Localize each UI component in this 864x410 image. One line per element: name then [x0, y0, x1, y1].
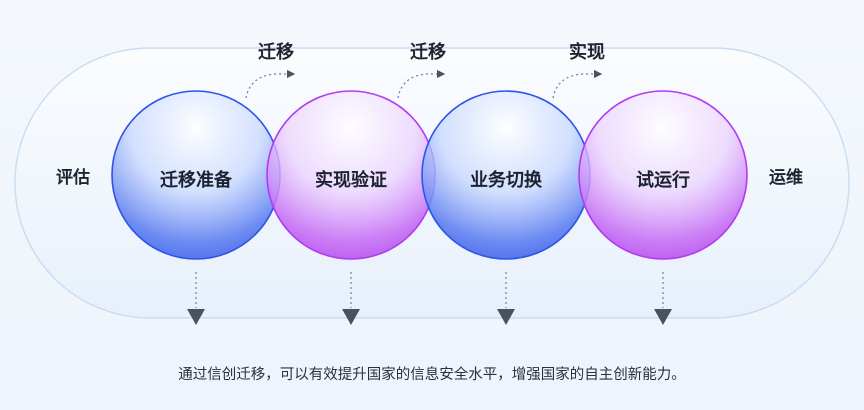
transition-arc-1: [245, 69, 296, 99]
stage-label-1: 迁移准备: [160, 170, 232, 191]
stage-label-4: 试运行: [636, 170, 690, 191]
down-arrow-head-1: [187, 309, 205, 325]
down-arrow-head-4: [654, 309, 672, 325]
transition-label-1: 迁移: [258, 42, 294, 63]
stage-label-3: 业务切换: [470, 170, 542, 191]
stage-label-2: 实现验证: [315, 170, 387, 191]
transition-arcs: [245, 69, 603, 99]
side-label-left: 评估: [56, 168, 90, 188]
transition-arc-3: [552, 69, 603, 99]
down-arrow-head-3: [497, 309, 515, 325]
stage-circles: [111, 90, 748, 260]
down-arrow-head-2: [342, 309, 360, 325]
transition-label-2: 迁移: [410, 42, 446, 63]
down-arrows: [187, 272, 672, 325]
transition-arc-2: [397, 69, 446, 99]
stage-circle-4: [578, 90, 748, 260]
caption-text: 通过信创迁移，可以有效提升国家的信息安全水平，增强国家的自主创新能力。: [178, 367, 686, 383]
transition-label-3: 实现: [569, 42, 605, 63]
side-label-right: 运维: [769, 168, 803, 188]
